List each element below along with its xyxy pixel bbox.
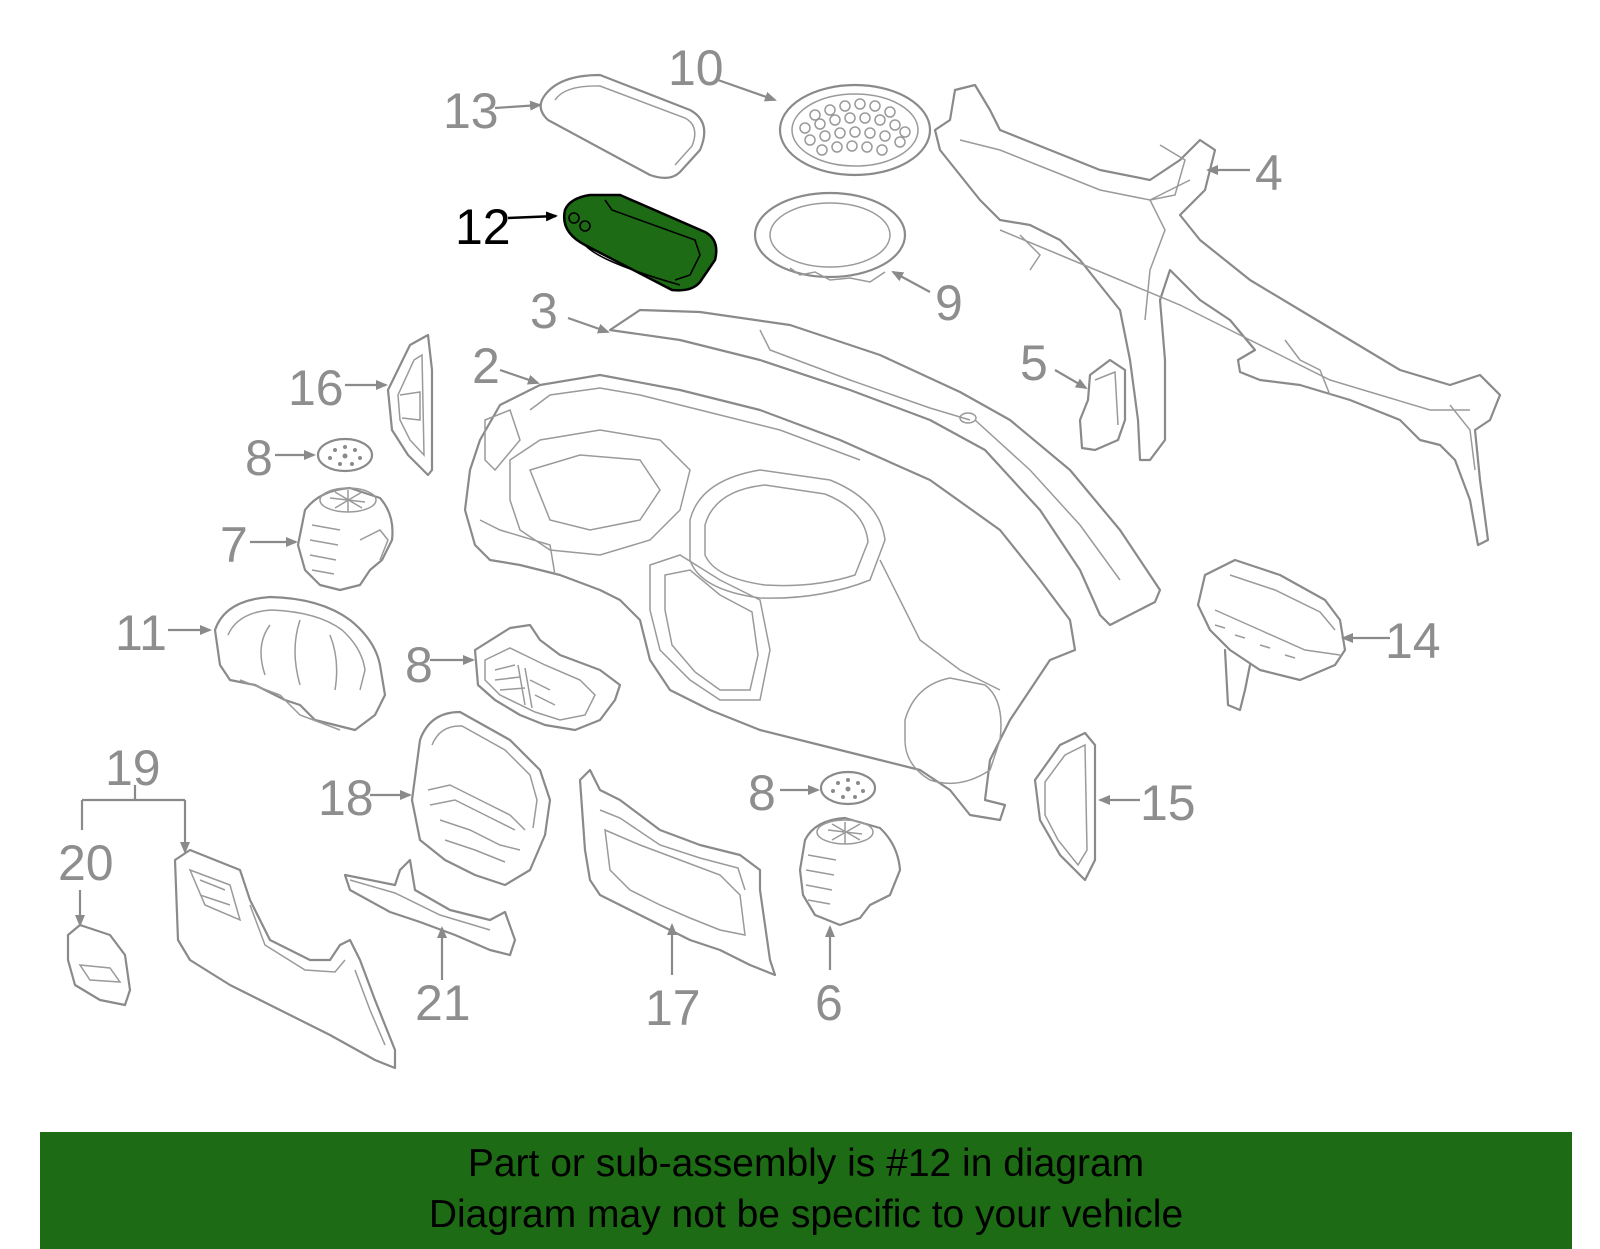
part-17-lower-panel[interactable] — [578, 768, 777, 977]
banner-line-1: Part or sub-assembly is #12 in diagram — [467, 1142, 1145, 1185]
callout-21: 21 — [415, 975, 471, 1031]
callout-12: 12 — [455, 199, 511, 255]
part-8-grommet-lower[interactable] — [819, 770, 877, 806]
callout-18: 18 — [318, 770, 374, 826]
callout-9: 9 — [935, 275, 963, 331]
part-4-bracket[interactable] — [1078, 358, 1127, 452]
callout-17: 17 — [645, 980, 701, 1036]
callout-16: 16 — [288, 360, 344, 416]
info-banner: Part or sub-assembly is #12 in diagram D… — [40, 1132, 1572, 1249]
callout-19: 19 — [105, 740, 161, 796]
part-11-cluster-bezel[interactable] — [213, 595, 387, 732]
callout-2: 3 — [530, 283, 558, 339]
callout-14: 14 — [1385, 613, 1441, 669]
part-7-center-vent[interactable] — [473, 623, 622, 732]
banner-line-2: Diagram may not be specific to your vehi… — [428, 1193, 1184, 1236]
part-12-highlighted[interactable] — [562, 193, 718, 292]
callout-5: 6 — [815, 975, 843, 1031]
part-16-side-trim[interactable] — [386, 333, 434, 477]
callout-8b: 8 — [748, 765, 776, 821]
callout-4: 5 — [1020, 335, 1048, 391]
part-13-panel[interactable] — [539, 73, 706, 179]
part-15-end-cap[interactable] — [1033, 731, 1097, 882]
part-8-grommet-upper[interactable] — [316, 437, 374, 473]
part-9-speaker-ring[interactable] — [753, 191, 907, 283]
part-18-center-bezel[interactable] — [410, 710, 552, 887]
part-20-small-trim[interactable] — [66, 923, 132, 1007]
callout-20: 20 — [58, 835, 114, 891]
callout-11: 11 — [115, 605, 167, 661]
part-1-instrument-panel[interactable] — [463, 373, 1077, 822]
callout-13: 13 — [443, 83, 499, 139]
callout-15: 15 — [1140, 775, 1196, 831]
callout-7: 8 — [405, 637, 433, 693]
callout-10: 10 — [668, 40, 724, 96]
part-19-knee-panel[interactable] — [173, 848, 397, 1070]
parts-diagram: 13 10 12 9 4 — [58, 40, 1502, 1070]
part-21-lower-bracket[interactable] — [343, 858, 517, 957]
part-3-crossmember[interactable] — [933, 83, 1502, 547]
part-14-airbag-module[interactable] — [1196, 558, 1347, 712]
part-6-side-vent[interactable] — [296, 486, 394, 592]
callout-1: 2 — [472, 338, 500, 394]
callout-3: 4 — [1255, 145, 1283, 201]
callout-6: 7 — [220, 517, 248, 573]
part-2-dash-top-pad[interactable] — [608, 308, 1162, 627]
callout-8a: 8 — [245, 430, 273, 486]
part-5-side-vent[interactable] — [798, 816, 902, 927]
part-10-speaker-grille[interactable] — [778, 83, 932, 177]
